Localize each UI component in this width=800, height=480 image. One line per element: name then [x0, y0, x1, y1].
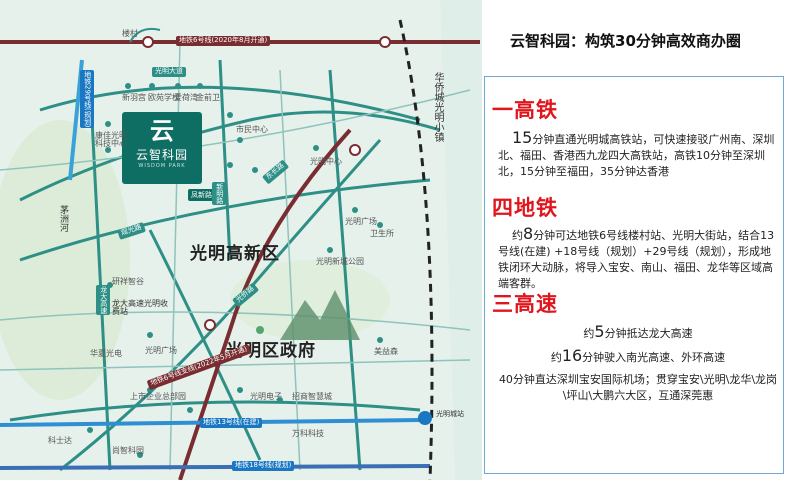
hsr-station-label: 光明城站: [436, 410, 464, 418]
metro-stations: [142, 36, 391, 331]
place-label: 楼村: [122, 29, 138, 38]
logo-name: 云智科园: [135, 148, 188, 162]
wisdom-park-logo: 云 云智科园 WISDOM PARK: [122, 112, 202, 184]
place-label: 光明广场: [145, 346, 177, 355]
district-label: 光明高新区: [190, 244, 280, 264]
place-label: 招商智慧城: [292, 392, 332, 401]
section-heading-rail: 一高铁: [492, 98, 558, 122]
highway-line2-number: 16: [561, 346, 583, 365]
road-label-longda: 龙大高速: [96, 285, 110, 315]
minor-roads: [0, 39, 471, 471]
hsr-station-marker: [418, 411, 432, 425]
place-label: 尚智科园: [112, 446, 144, 455]
place-label: 科士达: [48, 436, 72, 445]
logo-english: WISDOM PARK: [138, 163, 186, 169]
place-label: 康佳光明科技中心: [95, 131, 127, 148]
map-canvas: [0, 19, 480, 480]
map-area: 云 云智科园 WISDOM PARK 凤新路 光明高新区 光明区政府 华侨城光明…: [0, 0, 482, 480]
metro-line-29-label: 地铁29号线(规划): [80, 70, 94, 129]
rail-text: 分钟直通光明城高铁站，可快速接驳广州南、深圳北、福田、香港西九龙四大高铁站，高铁…: [498, 133, 775, 178]
place-markers: [87, 83, 383, 458]
place-label: 万科科技: [292, 429, 324, 438]
highway-line2-pre: 约: [550, 351, 562, 364]
metro-line-13-label: 地铁13号线(在建): [200, 418, 263, 428]
page-title: 云智科园：构筑30分钟高效商办圈: [510, 32, 741, 50]
river-park-area: [0, 120, 130, 400]
metro-pre: 约: [512, 229, 523, 242]
place-label: 研祥智谷: [112, 277, 144, 286]
river-label: 茅洲河: [58, 205, 68, 232]
metro-line-18: [0, 464, 431, 470]
logo-mark: 云: [150, 117, 174, 145]
place-label: 光明电子: [250, 392, 282, 401]
place-label: 卫生所: [370, 229, 394, 238]
place-label: 金前卫: [196, 93, 220, 102]
section-heading-highway: 三高速: [492, 292, 558, 316]
highway-line-2: 约16分钟驶入南光高速、外环高速: [498, 348, 778, 366]
metro-line-6-branch: [178, 128, 352, 480]
place-label: 欧苑学校: [148, 93, 180, 102]
place-label: 光明中心: [310, 157, 342, 166]
highway-line2-text: 分钟驶入南光高速、外环高速: [582, 351, 726, 364]
road-label-guangming-ave: 光明大道: [152, 67, 186, 77]
rail-lead-number: 15: [512, 128, 533, 147]
highway-line-3: 40分钟直达深圳宝安国际机场；贯穿宝安\光明\龙华\龙岗\坪山\大鹏六大区，互通…: [498, 373, 778, 402]
road-label-xinmin: 新明路: [212, 182, 226, 205]
highway-line1-pre: 约: [583, 327, 595, 340]
place-label: 光明新城公园: [316, 257, 364, 266]
place-label: 美益森: [374, 347, 398, 356]
highway-line-1: 约5分钟抵达龙大高速: [498, 324, 778, 342]
interchange-label: 龙大高速光明收费站: [112, 299, 168, 316]
highway-line1-number: 5: [594, 322, 605, 341]
place-label: 上市企业总部园: [130, 392, 186, 401]
metro-paragraph: 约8分钟可达地铁6号线楼村站、光明大街站，结合13号线(在建) +18号线（规划…: [498, 226, 778, 292]
metro-line-18-label: 地铁18号线(规划): [232, 461, 295, 471]
place-label: 市民中心: [236, 125, 268, 134]
place-label: 华夏光电: [90, 349, 122, 358]
metro-line-6-label: 地铁6号线(2020年8月开通): [176, 36, 271, 46]
mountain-illustration: [280, 290, 360, 340]
logo-station-label: 凤新路: [188, 189, 215, 201]
rail-paragraph: 15分钟直通光明城高铁站，可快速接驳广州南、深圳北、福田、香港西九龙四大高铁站，…: [498, 130, 778, 180]
info-box: [484, 76, 784, 474]
place-label: 新羽宫: [122, 93, 146, 102]
place-label: 光明广场: [345, 217, 377, 226]
highway-line1-text: 分钟抵达龙大高速: [604, 327, 693, 340]
section-heading-metro: 四地铁: [492, 196, 558, 220]
info-panel: [482, 0, 800, 480]
metro-text: 分钟可达地铁6号线楼村站、光明大街站，结合13号线(在建) +18号线（规划）+…: [498, 229, 775, 290]
place-label: 爱荷湾: [174, 93, 198, 102]
town-label: 华侨城光明小镇: [432, 72, 443, 142]
metro-lead-number: 8: [523, 224, 534, 243]
